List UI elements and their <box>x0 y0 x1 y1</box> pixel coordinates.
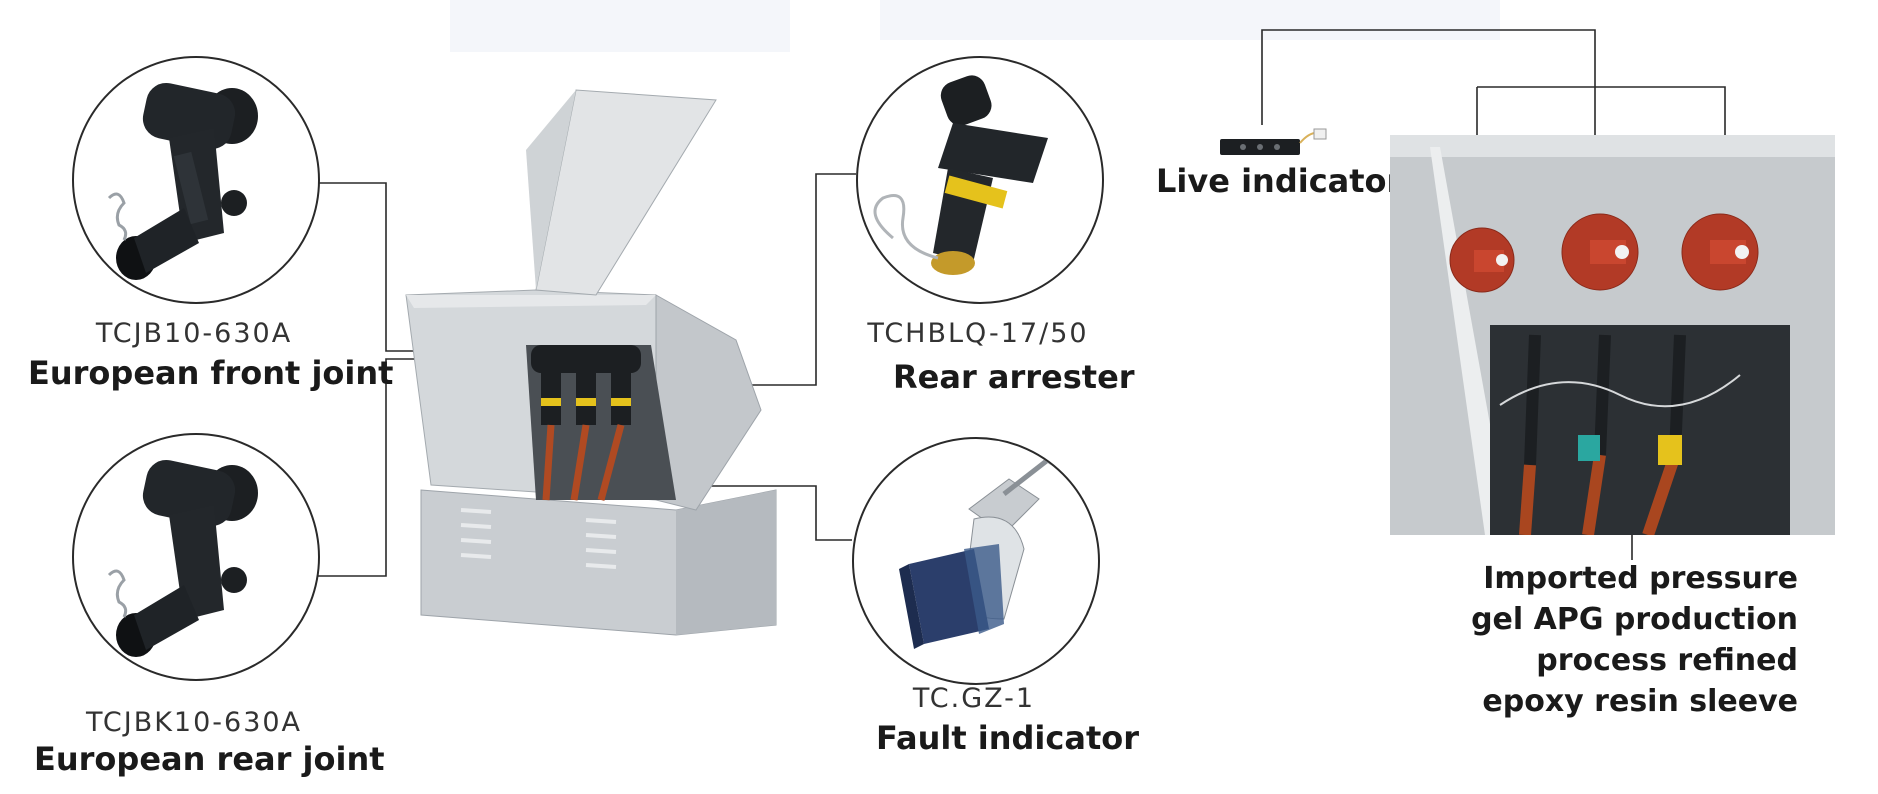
front-joint-icon <box>107 82 258 280</box>
arrester-circle <box>856 56 1104 304</box>
arrester-model: TCHBLQ-17/50 <box>867 318 1089 349</box>
sleeve-description-line4: epoxy resin sleeve <box>1482 684 1798 719</box>
live-indicator-icon <box>1220 128 1327 155</box>
sleeve-description-line3: process refined <box>1536 643 1798 678</box>
rear-joint-icon <box>107 459 258 657</box>
live-indicator-name: Live indicator <box>1156 162 1403 200</box>
background-panel <box>450 0 790 52</box>
sleeve-photo <box>1390 135 1835 535</box>
fault-indicator-circle <box>852 437 1100 685</box>
front-joint-circle <box>72 56 320 304</box>
arrester-icon <box>873 75 1048 275</box>
sleeve-description-line1: Imported pressure <box>1483 561 1798 596</box>
front-joint-name: European front joint <box>28 354 394 392</box>
fault-indicator-icon <box>899 448 1063 649</box>
front-joint-model: TCJB10-630A <box>95 318 293 349</box>
arrester-leader <box>728 173 856 386</box>
rear-joint-model: TCJBK10-630A <box>85 707 303 738</box>
cabinet-image <box>405 89 777 636</box>
fault-indicator-model: TC.GZ-1 <box>912 683 1036 714</box>
fault-indicator-name: Fault indicator <box>876 719 1140 757</box>
rear-joint-circle <box>72 433 320 681</box>
sleeve-description: Imported pressure gel APG production pro… <box>1450 558 1798 722</box>
arrester-name: Rear arrester <box>893 358 1135 396</box>
background-panel <box>880 0 1500 40</box>
rear-joint-name: European rear joint <box>34 740 385 778</box>
fault-indicator-leader <box>680 485 852 541</box>
sleeve-description-line2: gel APG production <box>1471 602 1798 637</box>
